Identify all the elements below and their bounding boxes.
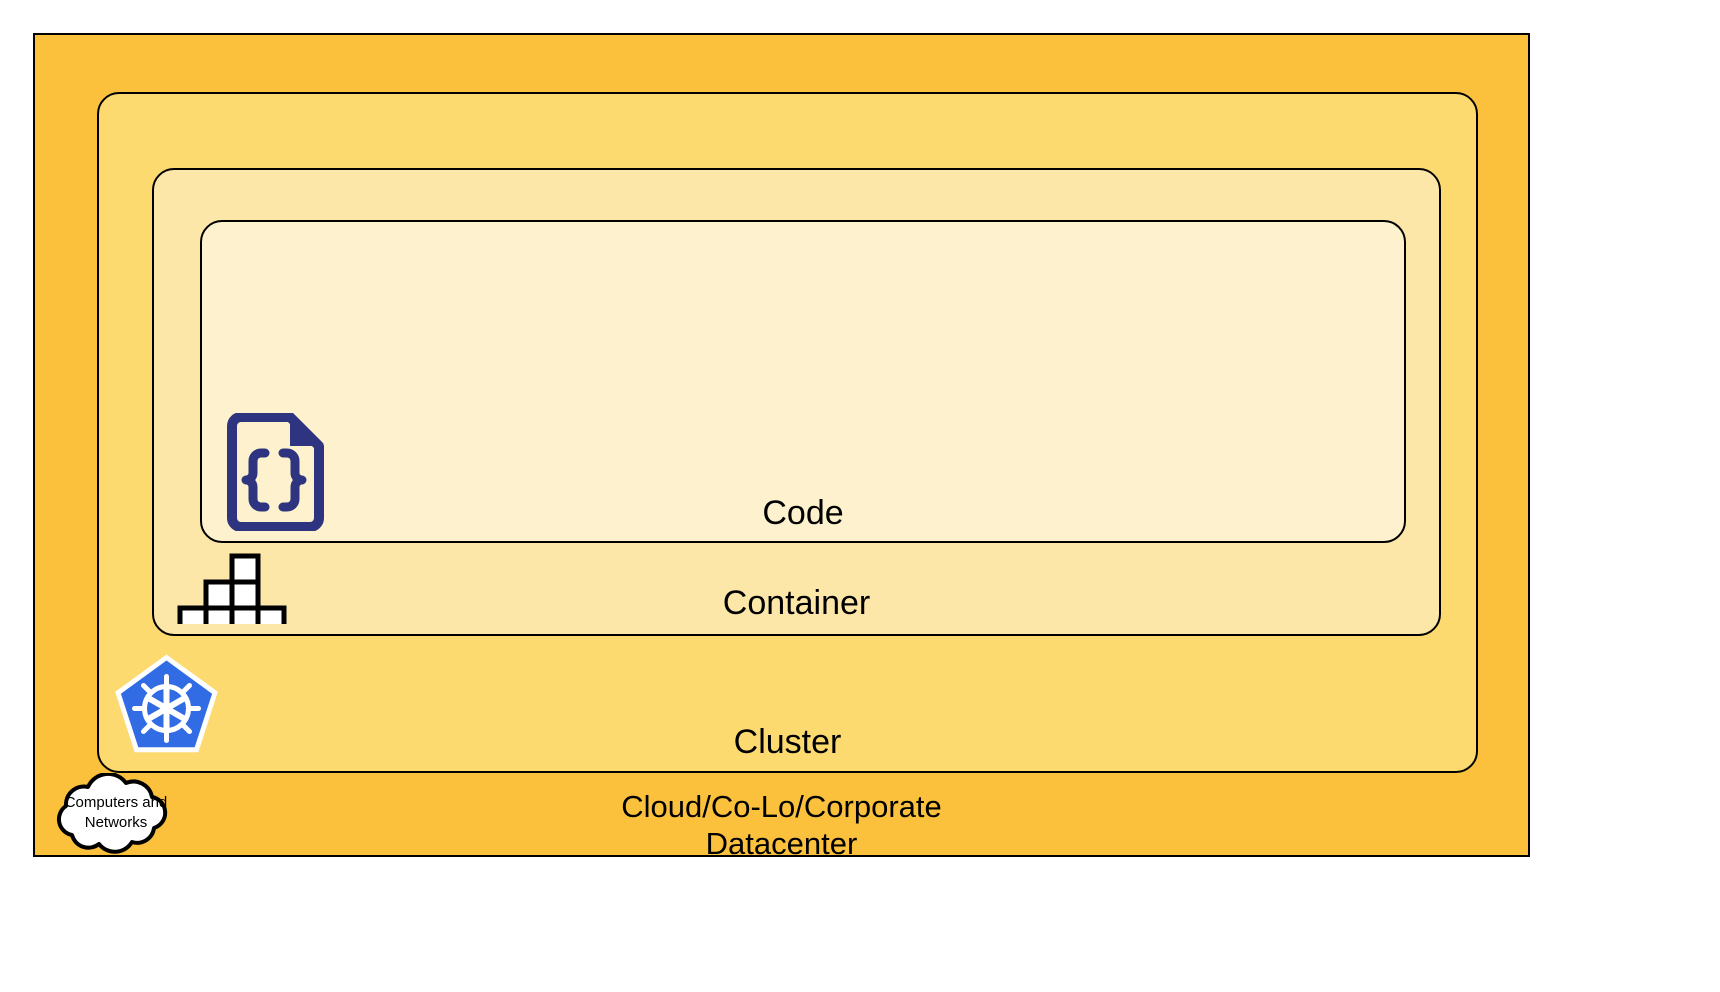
json-file-icon (222, 412, 326, 532)
container-blocks-icon (170, 552, 290, 638)
layer-box-code (200, 220, 1406, 543)
kubernetes-icon (110, 652, 223, 765)
cloud-icon (42, 771, 190, 861)
